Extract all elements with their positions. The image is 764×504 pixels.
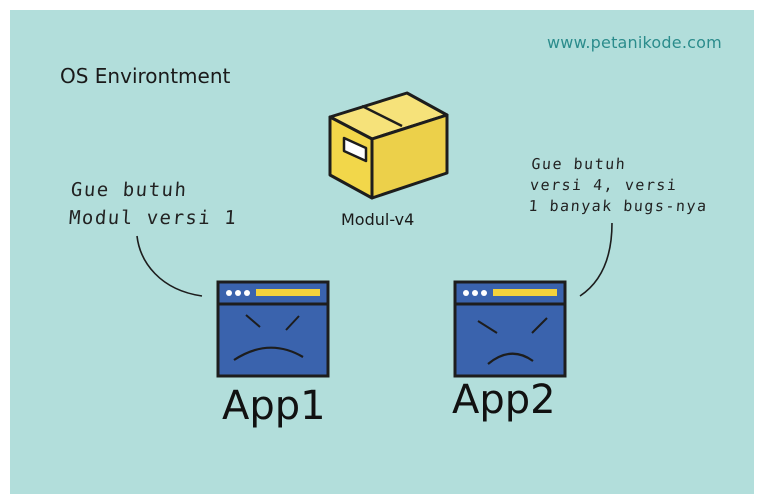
app1-label: App1 bbox=[222, 383, 326, 429]
connector-left bbox=[136, 235, 203, 297]
app2-window-icon bbox=[453, 280, 567, 378]
environment-title: OS Environtment bbox=[60, 64, 231, 88]
connector-right bbox=[579, 222, 613, 297]
app1-note: Gue butuh Modul versi 1 bbox=[68, 179, 239, 229]
app2-note: Gue butuh versi 4, versi 1 banyak bugs-n… bbox=[527, 155, 709, 215]
os-environment-panel bbox=[10, 10, 754, 494]
app1-window-icon bbox=[216, 280, 330, 378]
watermark-url: www.petanikode.com bbox=[547, 33, 722, 52]
package-box-icon bbox=[328, 91, 449, 200]
module-label: Modul-v4 bbox=[341, 210, 415, 229]
app2-label: App2 bbox=[452, 377, 556, 423]
